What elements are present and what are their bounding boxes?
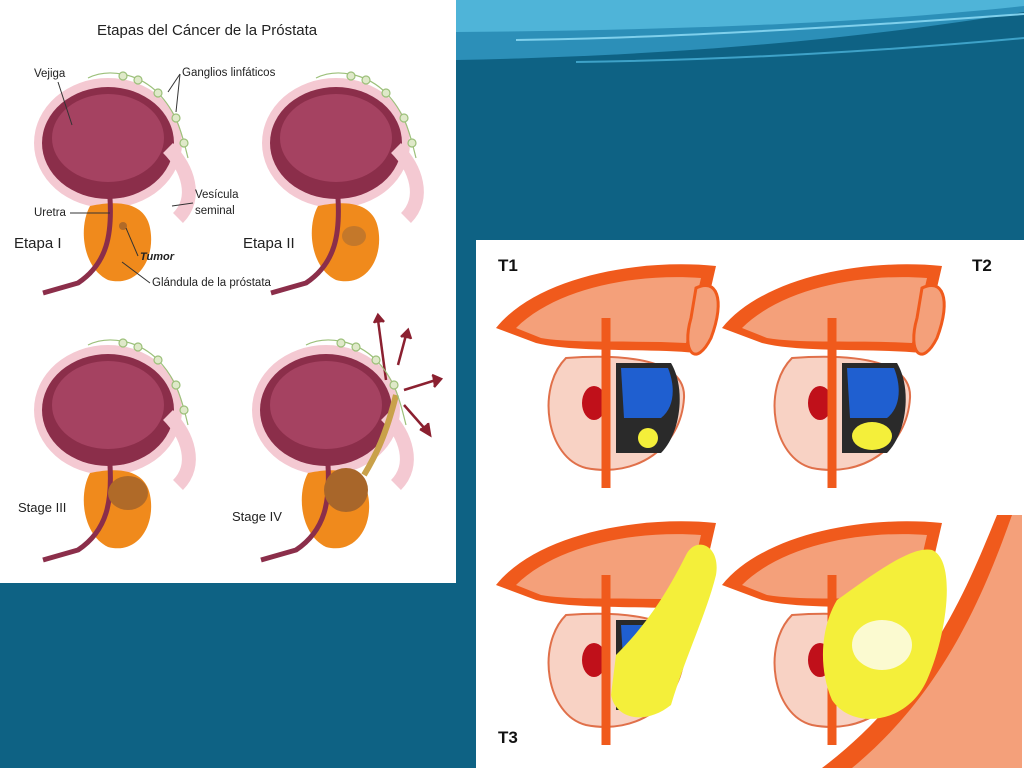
label-prostate-gland: Glándula de la próstata	[152, 277, 271, 289]
stage-2-label: Etapa II	[243, 235, 295, 252]
t1-label: T1	[498, 256, 518, 275]
label-leader-lines	[57, 73, 194, 284]
tumor-shape	[324, 468, 368, 512]
decorative-wave	[456, 0, 1024, 63]
tumor-shape	[611, 544, 717, 718]
tumor-shape	[108, 476, 148, 510]
stage-4-diagram	[252, 312, 444, 563]
label-bladder: Vejiga	[34, 68, 66, 80]
stage-1-label: Etapa I	[14, 235, 62, 252]
label-seminal-vesicle-2: seminal	[195, 205, 235, 217]
label-seminal-vesicle-1: Vesícula	[195, 189, 239, 201]
t3-diagram	[496, 521, 717, 745]
tumor-shape	[852, 422, 892, 450]
label-urethra: Uretra	[34, 207, 66, 219]
stage-2-diagram	[262, 71, 424, 296]
left-figure-panel: Etapas del Cáncer de la Próstata	[0, 0, 456, 583]
tumor-shape	[342, 226, 366, 246]
tumor-shape	[119, 222, 127, 230]
stage-3-label: Stage III	[18, 500, 67, 515]
tumor-shape	[638, 428, 658, 448]
blue-zone	[621, 368, 673, 418]
right-figure-panel: T1 T2 T3 T4	[476, 240, 1024, 768]
label-lymph-nodes: Ganglios linfáticos	[182, 67, 276, 79]
t1-diagram	[496, 264, 720, 488]
label-tumor: Tumor	[140, 251, 175, 263]
stage-1-diagram	[34, 71, 196, 296]
t3-label: T3	[498, 728, 518, 747]
left-figure-title: Etapas del Cáncer de la Próstata	[97, 22, 318, 39]
stage-4-label: Stage IV	[232, 509, 282, 524]
t2-diagram	[722, 264, 946, 488]
t2-label: T2	[972, 256, 992, 275]
t4-diagram	[722, 515, 1022, 768]
stage-3-diagram	[34, 338, 196, 563]
